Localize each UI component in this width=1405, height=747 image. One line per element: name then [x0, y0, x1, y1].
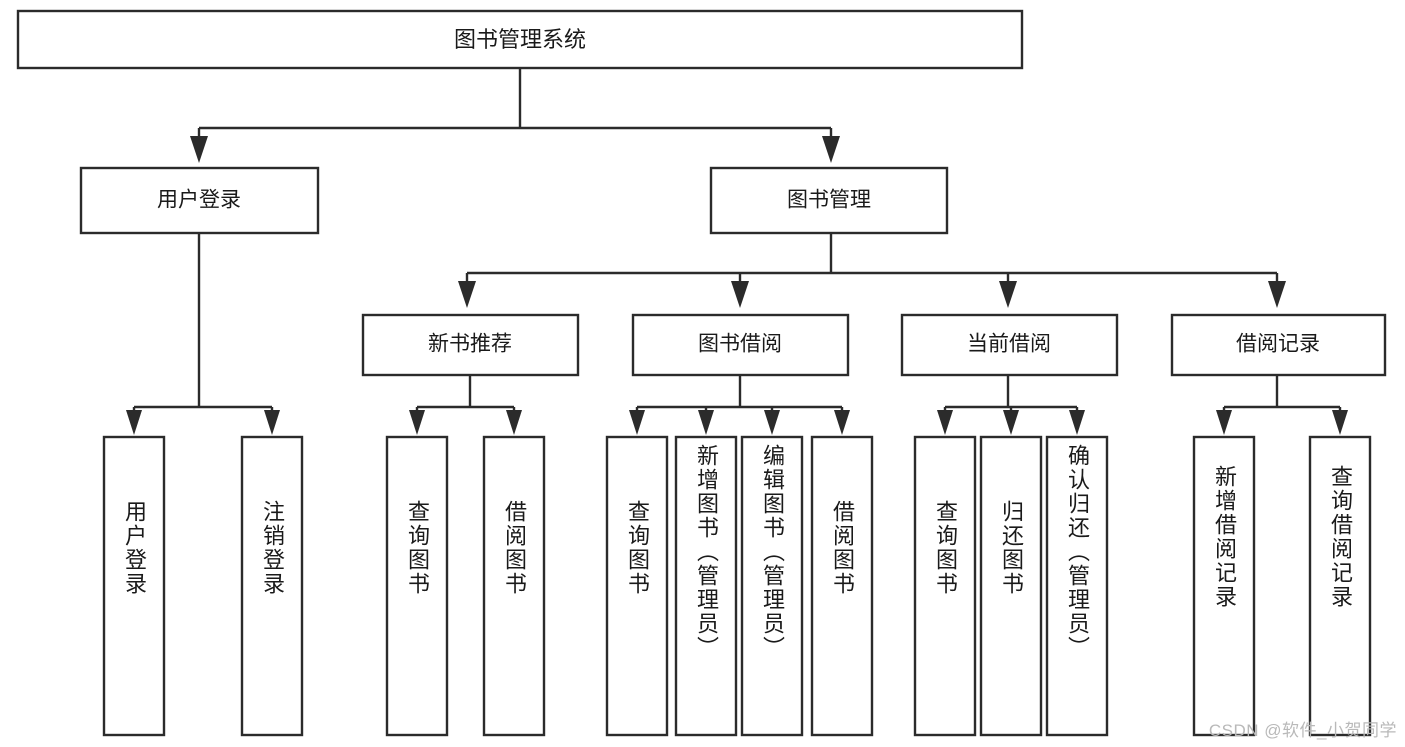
node-current-borrow-label: 当前借阅	[967, 333, 1051, 356]
arrowhead-leaf-logout-login	[264, 410, 280, 435]
connector-group-new-book-recommend	[409, 375, 522, 435]
node-root-box[interactable]	[16, 9, 1024, 70]
arrowhead-leaf-user-login	[126, 410, 142, 435]
arrowhead-leaf-confirm-return	[1069, 410, 1085, 435]
arrowhead-borrow-record	[1268, 281, 1286, 308]
arrowhead-leaf-borrow-book-1	[506, 410, 522, 435]
node-current-borrow-box[interactable]	[900, 313, 1119, 377]
node-borrow-record-label: 借阅记录	[1236, 333, 1320, 356]
connector-group-root	[190, 68, 840, 163]
arrowhead-new-book-recommend	[458, 281, 476, 308]
node-book-manage-label: 图书管理	[787, 189, 871, 212]
csdn-watermark: CSDN @软件_小贺同学	[1208, 721, 1397, 740]
node-leaf-confirm-return-box[interactable]	[1045, 435, 1109, 737]
arrowhead-leaf-return-book	[1003, 410, 1019, 435]
node-borrow-record-box[interactable]	[1170, 313, 1387, 377]
arrowhead-leaf-edit-book	[764, 410, 780, 435]
node-leaf-return-book-box[interactable]	[979, 435, 1043, 737]
arrowhead-leaf-query-book-2	[629, 410, 645, 435]
node-leaf-query-book-2-box[interactable]	[605, 435, 669, 737]
node-new-book-recommend-box[interactable]	[361, 313, 580, 377]
arrowhead-leaf-borrow-book-2	[834, 410, 850, 435]
node-current-borrow[interactable]: 当前借阅	[900, 313, 1119, 377]
node-book-manage-box[interactable]	[709, 166, 949, 235]
node-new-book-recommend[interactable]: 新书推荐	[361, 313, 580, 377]
connector-group-borrow-record	[1216, 375, 1348, 435]
node-root-label: 图书管理系统	[454, 27, 586, 52]
node-leaf-add-record-box[interactable]	[1192, 435, 1256, 737]
node-user-login-box[interactable]	[79, 166, 320, 235]
node-user-login[interactable]: 用户登录	[79, 166, 320, 235]
arrowhead-leaf-query-record	[1332, 410, 1348, 435]
node-leaf-user-login-box[interactable]	[102, 435, 166, 737]
node-root[interactable]: 图书管理系统	[16, 9, 1024, 70]
node-book-borrow-label: 图书借阅	[698, 333, 782, 356]
node-leaf-borrow-book-1-box[interactable]	[482, 435, 546, 737]
node-book-borrow-box[interactable]	[631, 313, 850, 377]
arrowhead-book-borrow	[731, 281, 749, 308]
node-borrow-record[interactable]: 借阅记录	[1170, 313, 1387, 377]
connector-group-book-manage	[458, 233, 1286, 308]
node-leaf-query-book-3-box[interactable]	[913, 435, 977, 737]
node-book-borrow[interactable]: 图书借阅	[631, 313, 850, 377]
node-leaf-borrow-book-2-box[interactable]	[810, 435, 874, 737]
node-leaf-edit-book-box[interactable]	[740, 435, 804, 737]
node-leaf-query-record-box[interactable]	[1308, 435, 1372, 737]
arrowhead-user-login	[190, 136, 208, 163]
arrowhead-leaf-add-record	[1216, 410, 1232, 435]
arrowhead-book-manage	[822, 136, 840, 163]
arrowhead-leaf-add-book	[698, 410, 714, 435]
connector-group-user-login	[126, 233, 280, 435]
node-leaf-query-book-1-box[interactable]	[385, 435, 449, 737]
connector-group-current-borrow	[937, 375, 1085, 435]
node-new-book-recommend-label: 新书推荐	[428, 333, 512, 356]
node-user-login-label: 用户登录	[157, 189, 241, 212]
node-leaf-add-book-box[interactable]	[674, 435, 738, 737]
arrowhead-leaf-query-book-3	[937, 410, 953, 435]
arrowhead-leaf-query-book-1	[409, 410, 425, 435]
arrowhead-current-borrow	[999, 281, 1017, 308]
node-leaf-logout-login-box[interactable]	[240, 435, 304, 737]
node-book-manage[interactable]: 图书管理	[709, 166, 949, 235]
connector-group-book-borrow	[629, 375, 850, 435]
